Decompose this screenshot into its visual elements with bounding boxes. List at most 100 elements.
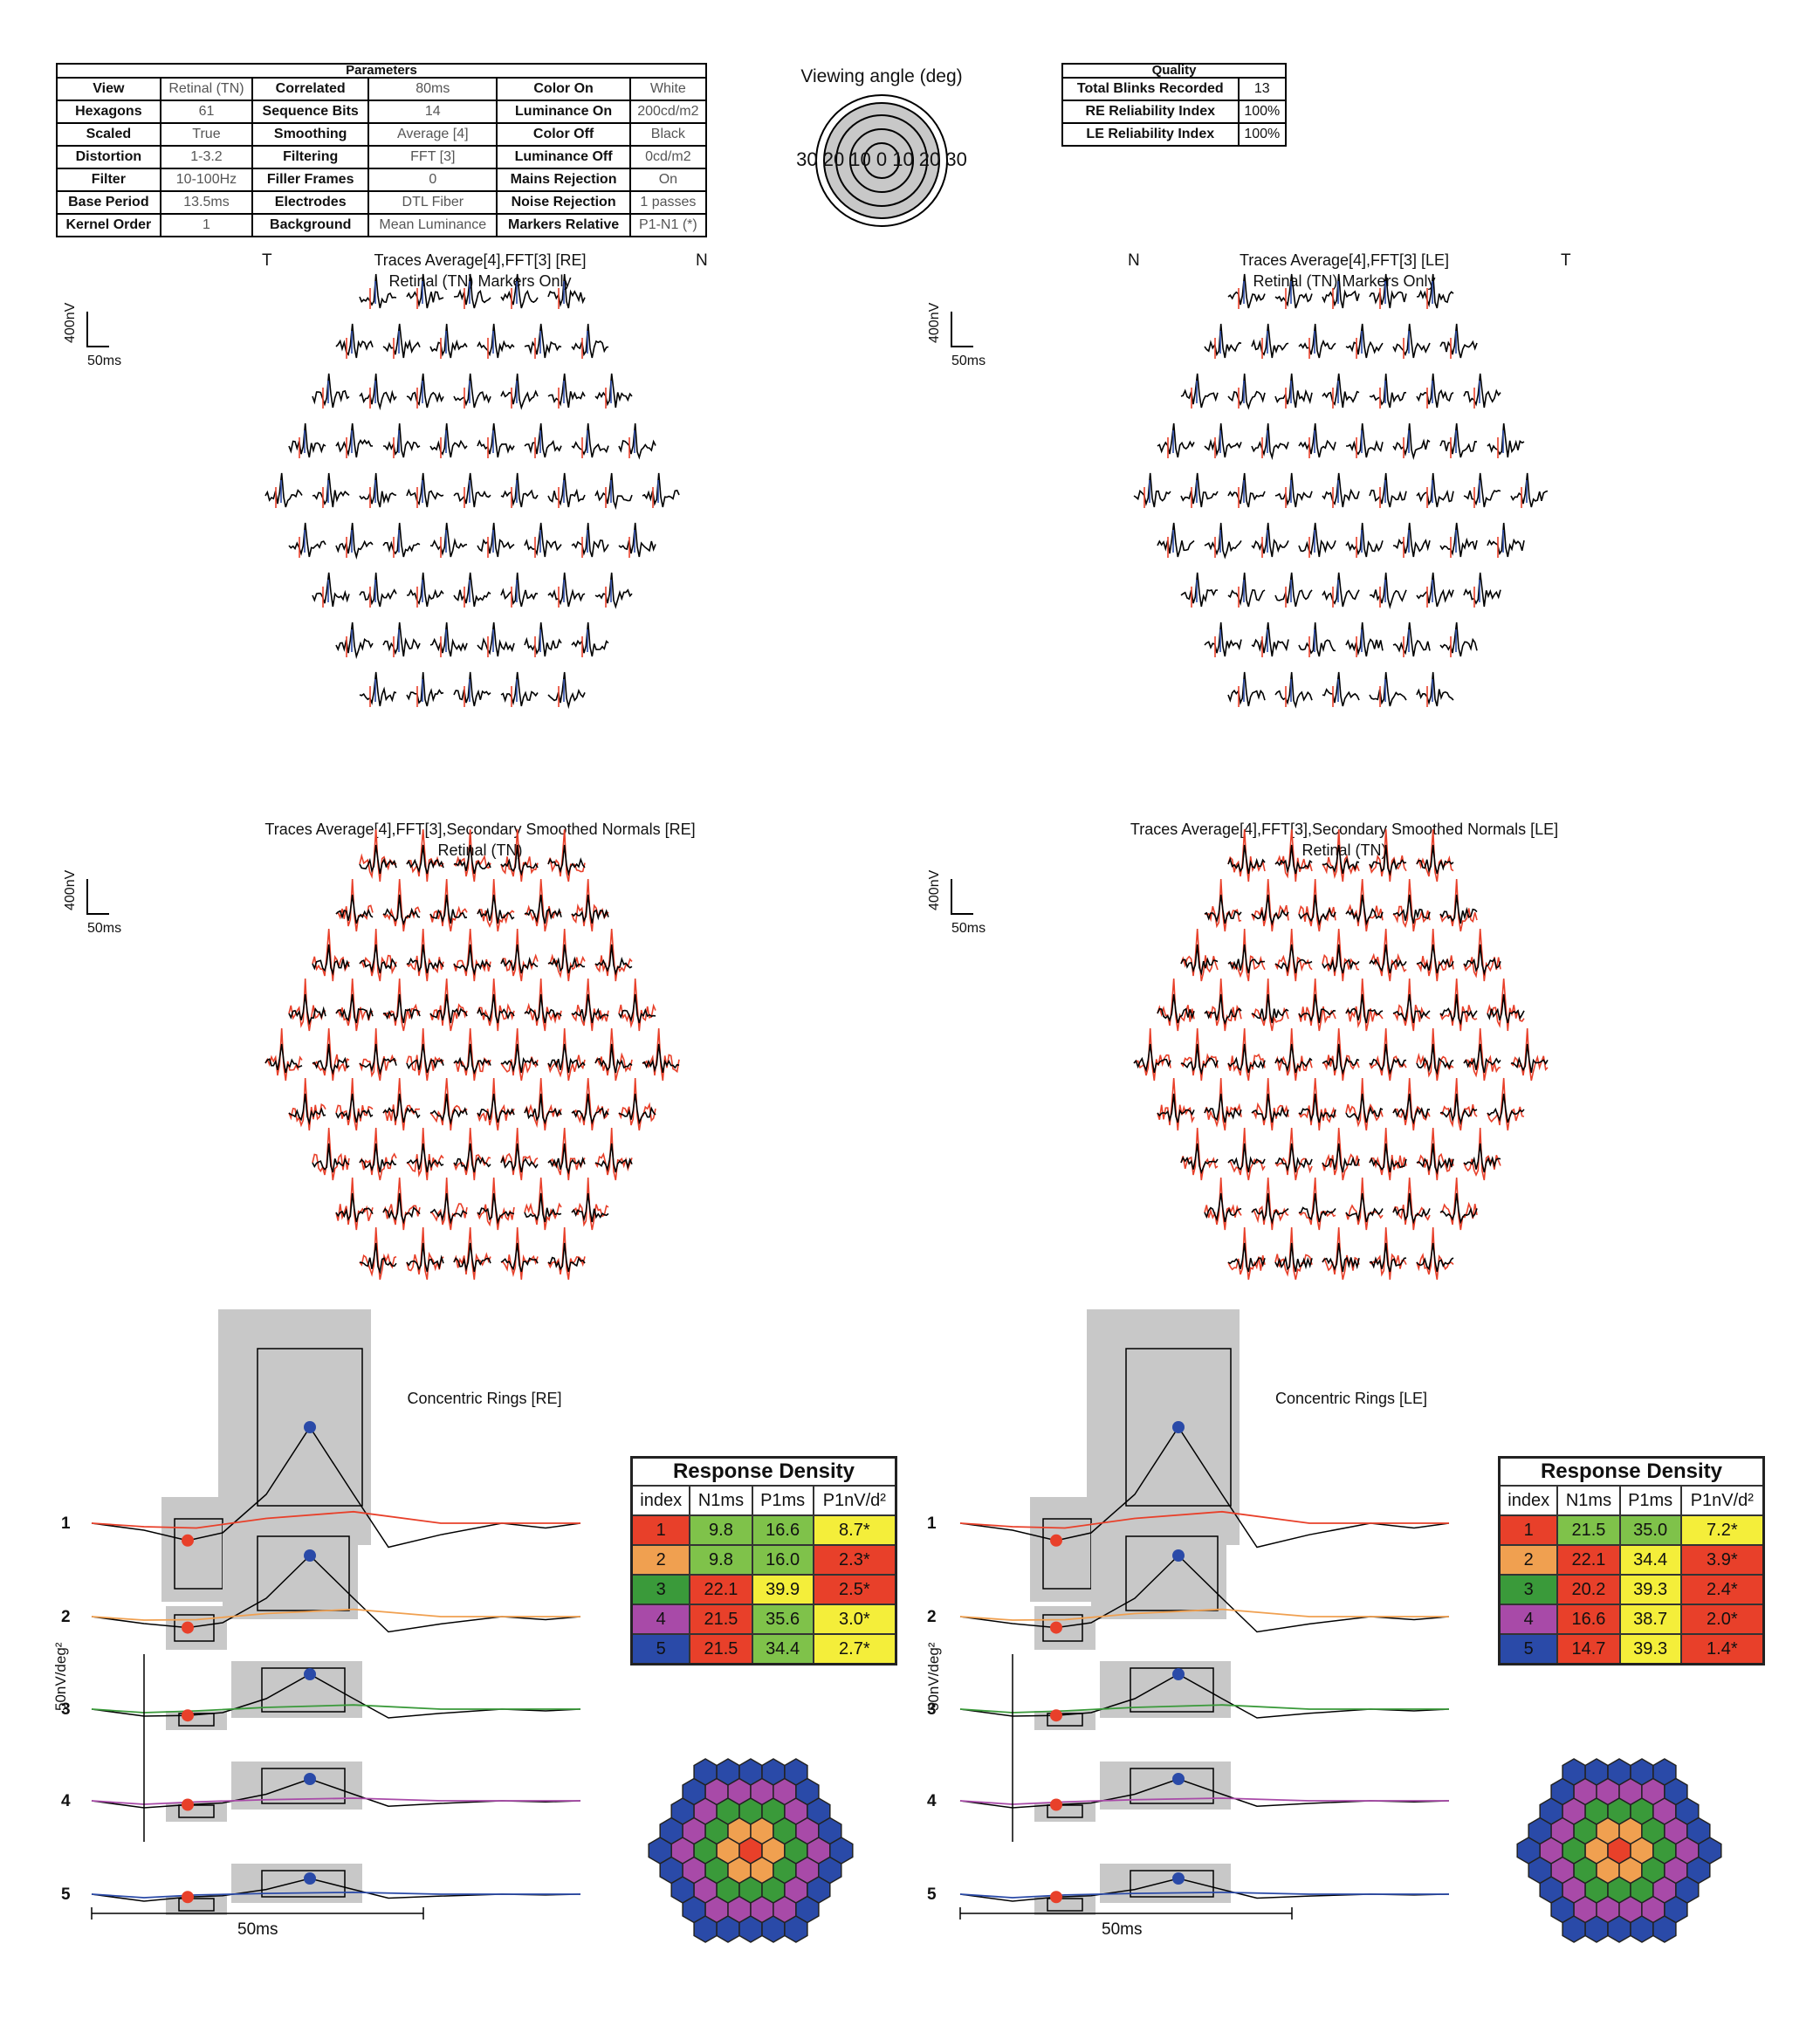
scale-time-label: 50ms: [87, 354, 122, 368]
trace-cell: [382, 522, 421, 558]
trace-cell: [571, 1177, 609, 1231]
trace-cell: [547, 828, 586, 883]
parameter-key: Filter: [56, 168, 161, 192]
parameter-value: P1-N1 (*): [628, 213, 708, 237]
trace-cell: [1204, 1077, 1242, 1131]
parameter-value: 13.5ms: [159, 190, 254, 215]
trace-cell: [1204, 323, 1242, 359]
trace-cell: [1251, 978, 1289, 1032]
trace-cell: [1298, 1077, 1336, 1131]
trace-cell: [1227, 373, 1266, 410]
trace-cell: [500, 828, 539, 883]
trace-cell: [1298, 622, 1336, 657]
trace-cell: [429, 422, 468, 458]
trace-cell: [1227, 928, 1266, 982]
re-side-right-label: N: [696, 251, 708, 270]
trace-cell: [1227, 828, 1266, 883]
trace-cell: [335, 522, 374, 560]
trace-cell: [1345, 522, 1384, 558]
trace-cell: [1274, 572, 1313, 608]
parameter-value: 14: [367, 100, 498, 124]
trace-cell: [1322, 373, 1360, 409]
trace-cell: [1322, 828, 1360, 883]
rd-cell-p1: 16.6: [751, 1514, 814, 1546]
le-rd-title: Response Density: [1498, 1456, 1765, 1487]
rd-cell-amp: 2.0*: [1679, 1604, 1765, 1635]
trace-cell: [359, 472, 397, 508]
trace-cell: [1157, 522, 1195, 558]
trace-cell: [453, 273, 491, 309]
trace-cell: [429, 522, 468, 558]
trace-cell: [1322, 671, 1360, 707]
quality-key: RE Reliability Index: [1061, 100, 1240, 124]
re-rings-xscale: 50ms: [237, 1920, 278, 1939]
quality-value: 100%: [1237, 100, 1288, 124]
trace-cell: [1369, 828, 1407, 883]
trace-cell: [359, 828, 397, 883]
parameter-key: Correlated: [251, 77, 370, 101]
trace-cell: [571, 978, 609, 1032]
trace-cell: [618, 522, 656, 558]
trace-cell: [594, 373, 633, 409]
trace-cell: [1204, 522, 1242, 560]
trace-cell: [382, 622, 421, 657]
rd-column-header: N1ms: [1556, 1485, 1621, 1516]
parameter-key: Smoothing: [251, 122, 370, 147]
trace-cell: [1510, 1027, 1549, 1082]
ring-label: 5: [927, 1885, 937, 1904]
re-traces-subtitle: Retinal (TN) Markers Only: [388, 272, 572, 290]
trace-cell: [1133, 472, 1171, 508]
trace-cell: [406, 472, 444, 508]
parameter-value: Average [4]: [367, 122, 498, 147]
trace-cell: [1180, 1027, 1219, 1082]
parameter-key: Color On: [496, 77, 631, 101]
trace-cell: [1251, 622, 1289, 657]
trace-cell: [1251, 323, 1289, 359]
trace-cell: [571, 422, 609, 458]
trace-cell: [406, 1226, 444, 1281]
trace-cell: [1204, 978, 1242, 1032]
rd-cell-index: 5: [630, 1633, 691, 1665]
trace-cell: [1322, 572, 1360, 608]
rd-column-header: P1ms: [751, 1485, 814, 1516]
trace-cell: [1416, 373, 1454, 409]
rd-cell-p1: 38.7: [1618, 1604, 1682, 1635]
trace-cell: [1439, 323, 1478, 359]
trace-cell: [359, 1127, 397, 1181]
trace-cell: [288, 978, 326, 1032]
trace-cell: [1345, 878, 1384, 932]
trace-cell: [524, 878, 562, 932]
trace-cell: [406, 928, 444, 982]
trace-cell: [1345, 1177, 1384, 1231]
trace-cell: [335, 978, 374, 1032]
trace-cell: [547, 273, 586, 309]
trace-cell: [288, 1077, 326, 1131]
trace-cell: [429, 878, 468, 932]
parameter-value: Mean Luminance: [367, 213, 498, 237]
trace-cell: [1439, 978, 1478, 1032]
rd-cell-amp: 3.9*: [1679, 1544, 1765, 1576]
trace-cell: [1369, 472, 1407, 508]
parameter-key: Noise Rejection: [496, 190, 631, 215]
parameter-value: White: [628, 77, 708, 101]
trace-cell: [1463, 1127, 1501, 1181]
rd-column-header: P1nV/d²: [812, 1485, 897, 1516]
rd-column-header: index: [1498, 1485, 1559, 1516]
trace-cell: [1157, 978, 1195, 1032]
ring-label: 1: [927, 1514, 937, 1533]
trace-cell: [1345, 622, 1384, 657]
trace-cell: [1439, 878, 1478, 932]
trace-cell: [477, 323, 515, 359]
trace-cell: [500, 1226, 539, 1281]
trace-cell: [312, 1127, 350, 1181]
parameter-value: 1 passes: [628, 190, 708, 215]
scale-time-label: 50ms: [951, 354, 986, 368]
rd-cell-p1: 39.3: [1618, 1633, 1682, 1665]
trace-cell: [1274, 671, 1313, 709]
trace-cell: [1274, 1226, 1313, 1281]
trace-cell: [1369, 1226, 1407, 1281]
